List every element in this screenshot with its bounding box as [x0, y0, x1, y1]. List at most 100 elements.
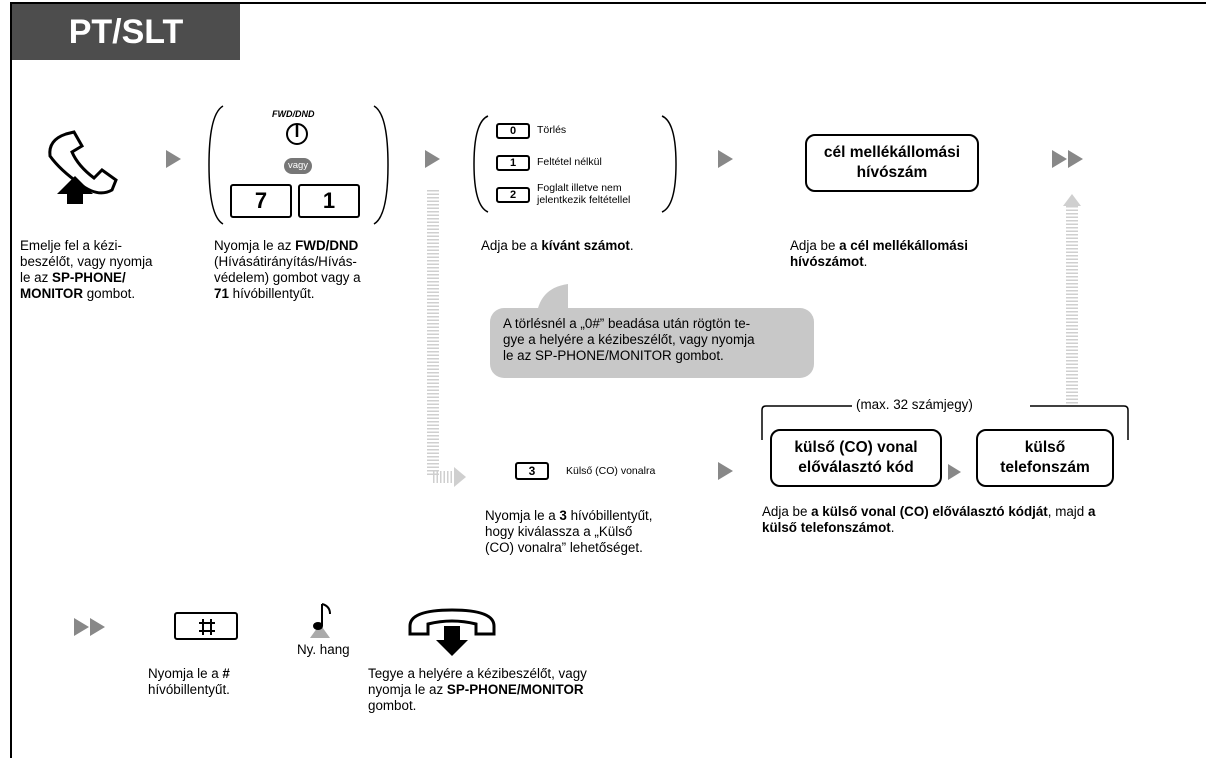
co-box-line1: külső (CO) vonal — [794, 439, 918, 456]
page-title: PT/SLT — [12, 4, 240, 60]
co-access-code-box: külső (CO) vonal előválasztó kód — [770, 429, 942, 487]
option-key-1[interactable]: 1 — [496, 155, 530, 171]
destination-extension-box: cél mellékállomási hívószám — [805, 134, 979, 192]
step4-text-line1: Adja be a cél mellékállomási — [790, 238, 968, 254]
step2-text-a: Nyomja le az — [214, 238, 296, 253]
flow-arrow-double-1a — [1052, 150, 1067, 168]
external-text-a: Adja be — [762, 504, 812, 519]
hash-key[interactable] — [174, 612, 238, 640]
bubble-line3: le az SP-PHONE/MONITOR gombot. — [503, 348, 724, 363]
step3-text-a-bold: kívánt számot — [541, 238, 630, 253]
max-digits-label: (max. 32 számjegy) — [856, 397, 973, 412]
dashed-connector-up — [1063, 194, 1081, 406]
step4-text-a: Adja be — [790, 238, 840, 253]
hash-text-line2: hívóbillentyűt. — [148, 682, 230, 697]
flow-arrow-1 — [166, 150, 181, 168]
flow-arrow-double-2a — [74, 618, 89, 636]
ext-box-line2: telefonszám — [1000, 459, 1090, 476]
step1-text-d-bold: MONITOR — [20, 286, 83, 301]
bracket-left-step3 — [473, 115, 489, 213]
handset-onhook-icon — [408, 608, 496, 656]
external-text-a-mid: , majd — [1047, 504, 1088, 519]
option-key-2[interactable]: 2 — [496, 187, 530, 203]
destination-box-line1: cél mellékállomási — [823, 144, 961, 161]
bracket-right-step2 — [373, 105, 389, 225]
step3-text: Adja be a kívánt számot. — [481, 238, 634, 254]
external-text-b-bold: külső telefonszámot — [762, 520, 891, 535]
external-text-b: . — [890, 520, 895, 535]
step2-text-a-bold: FWD/DND — [295, 238, 359, 253]
fwd-dnd-label: FWD/DND — [272, 109, 315, 119]
key-7[interactable]: 7 — [230, 184, 292, 218]
dashed-connector-down — [427, 190, 466, 487]
ext-box-line1: külső — [1024, 439, 1066, 456]
hash-text-line1: Nyomja le a # — [148, 666, 230, 682]
option-label-2b: jelentkezik feltétellel — [537, 194, 631, 206]
hangup-text-b: nyomja le az — [368, 682, 447, 697]
step2-text-line1: Nyomja le az FWD/DND — [214, 238, 358, 254]
flow-arrow-3 — [718, 150, 733, 168]
flow-arrow-2 — [425, 150, 440, 168]
step1-text-d: gombot. — [82, 286, 136, 301]
external-number-box: külső telefonszám — [976, 429, 1114, 487]
hangup-text-line1: Tegye a helyére a kézibeszélőt, vagy — [368, 666, 587, 681]
option-label-3: Külső (CO) vonalra — [566, 465, 656, 477]
option-key-0[interactable]: 0 — [496, 123, 530, 139]
step4-text-a-bold: a cél mellékállomási — [839, 238, 968, 253]
flow-arrow-double-2b — [90, 618, 105, 636]
step4-text-line2: hívószámot. — [790, 254, 867, 270]
key-1[interactable]: 1 — [298, 184, 360, 218]
step2-text-d-bold: 71 — [214, 286, 229, 301]
option-label-1: Feltétel nélkül — [537, 156, 602, 168]
bracket-left-step2 — [208, 105, 224, 225]
hash-icon — [199, 619, 215, 635]
option3-text-line2: hogy kiválassza a „Külső — [485, 524, 633, 539]
confirmation-tone-icon — [310, 603, 331, 638]
step1-text-line1: Emelje fel a kézi- — [20, 238, 122, 253]
flow-arrow-5 — [948, 464, 961, 480]
bubble-line1: A törlésnél a „0#” beadása után rögtön t… — [503, 316, 751, 331]
note-bubble — [490, 308, 814, 378]
option3-text-a-bold: 3 — [559, 508, 567, 523]
handset-offhook-icon — [48, 130, 118, 204]
or-badge: vagy — [284, 158, 312, 174]
tone-label: Ny. hang — [297, 642, 350, 657]
external-text-line1: Adja be a külső vonal (CO) előválasztó k… — [762, 504, 1095, 520]
step1-text-c: le az — [20, 270, 53, 285]
page-frame — [10, 2, 1206, 758]
option3-text-line3: (CO) vonalra” lehetőséget. — [485, 540, 643, 555]
hangup-text-b-bold: SP-PHONE/MONITOR — [446, 682, 584, 697]
step2-text-line3: védelem) gombot vagy a — [214, 270, 361, 285]
step1-text-line3: le az SP-PHONE/ — [20, 270, 126, 286]
step1-text-line2: beszélőt, vagy nyomja — [20, 254, 153, 269]
hangup-text-line3: gombot. — [368, 698, 417, 713]
bracket-right-step3 — [661, 115, 677, 213]
step3-text-a-end: . — [629, 238, 634, 253]
external-text-line2: külső telefonszámot. — [762, 520, 894, 536]
step2-text-line2: (Hívásátirányítás/Hívás- — [214, 254, 357, 269]
bubble-line2: gye a helyére a kézibeszélőt, vagy nyomj… — [503, 332, 755, 347]
hash-text-a: Nyomja le a — [148, 666, 223, 681]
step4-text-b: . — [863, 254, 868, 269]
option-label-0: Törlés — [537, 124, 567, 136]
option-key-3[interactable]: 3 — [515, 462, 549, 480]
option3-text-a: Nyomja le a — [485, 508, 560, 523]
option3-text-line1: Nyomja le a 3 hívóbillentyűt, — [485, 508, 652, 524]
co-box-line2: előválasztó kód — [798, 459, 914, 476]
hash-text-a-bold: # — [222, 666, 230, 681]
hangup-text-line2: nyomja le az SP-PHONE/MONITOR — [368, 682, 584, 698]
step1-text-line4: MONITOR gombot. — [20, 286, 135, 302]
destination-box-line2: hívószám — [856, 164, 928, 181]
fwd-dnd-button-icon[interactable] — [283, 120, 311, 148]
step2-text-line4: 71 hívóbillentyűt. — [214, 286, 315, 302]
max-digits-bracket — [761, 405, 1129, 440]
option-label-2a: Foglalt illetve nem — [537, 182, 622, 194]
flow-arrow-double-1b — [1068, 150, 1083, 168]
flow-arrow-4 — [718, 462, 733, 480]
step1-text-c-bold: SP-PHONE/ — [52, 270, 126, 285]
step3-text-a: Adja be a — [481, 238, 542, 253]
step2-text-d: hívóbillentyűt. — [228, 286, 315, 301]
external-text-a-bold2: a — [1087, 504, 1096, 519]
external-text-a-bold: a külső vonal (CO) előválasztó kódját — [811, 504, 1048, 519]
